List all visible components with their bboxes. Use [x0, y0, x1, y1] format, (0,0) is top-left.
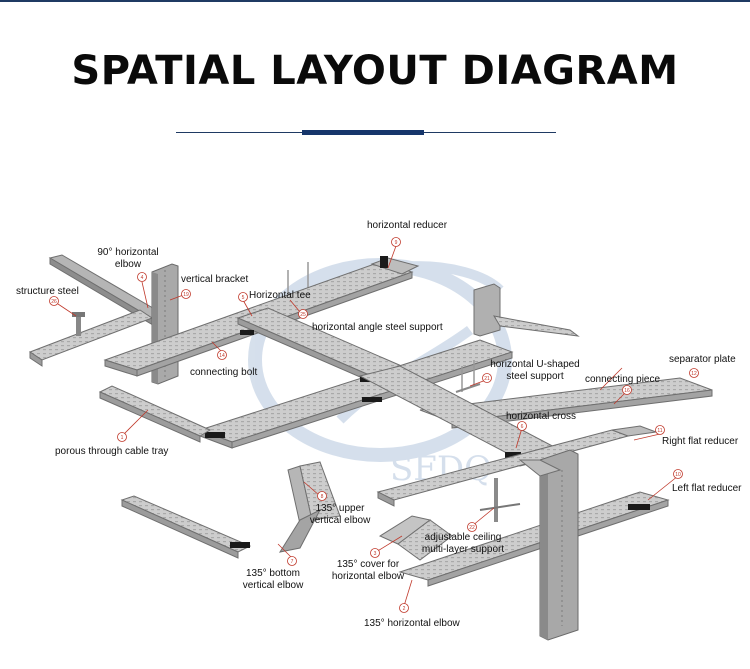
label-ceiling-support-line2: multi-layer support	[421, 544, 505, 555]
svg-text:6: 6	[521, 424, 524, 430]
elbow-135-vertical	[278, 461, 341, 553]
label-u-support-line1: horizontal U-shaped	[490, 359, 580, 370]
leader-lines	[57, 245, 679, 607]
label-u-support-line2: steel support	[506, 371, 564, 382]
marker-25: 25	[298, 309, 308, 319]
tray-right-reducer-run	[376, 425, 657, 507]
joint-bottom-left	[230, 542, 250, 548]
horizontal-reducer	[370, 256, 420, 275]
label-angle-steel-support: horizontal angle steel support	[312, 322, 443, 333]
label-separator-plate: separator plate	[669, 354, 736, 365]
svg-text:10: 10	[675, 472, 681, 478]
label-connecting-bolt: connecting bolt	[190, 367, 258, 378]
marker-21: 21	[482, 373, 492, 383]
svg-text:22: 22	[469, 525, 475, 531]
label-135-horizontal-elbow: 135° horizontal elbow	[364, 618, 460, 629]
label-vertical-bracket: vertical bracket	[181, 274, 249, 285]
label-90-elbow-line1: 90° horizontal	[97, 247, 159, 258]
label-porous-cable-tray: porous through cable tray	[55, 446, 169, 457]
svg-text:11: 11	[657, 428, 662, 434]
label-135-upper-line1: 135° upper	[315, 503, 365, 514]
structure-steel-support	[72, 312, 85, 336]
marker-8: 8	[317, 491, 327, 501]
label-135-cover-line2: horizontal elbow	[331, 571, 405, 582]
svg-text:2: 2	[403, 606, 406, 612]
marker-14: 14	[217, 350, 227, 360]
joint-cross-bottom	[362, 397, 382, 402]
marker-5: 5	[238, 292, 248, 302]
svg-text:1: 1	[121, 435, 124, 441]
label-horizontal-cross: horizontal cross	[506, 411, 577, 422]
svg-text:8: 8	[321, 494, 324, 500]
marker-10: 10	[673, 469, 683, 479]
title-underline-accent	[302, 130, 424, 135]
joint-cross-right	[505, 452, 521, 458]
svg-text:26: 26	[51, 299, 57, 305]
elbow-135-horizontal	[378, 515, 453, 561]
svg-text:3: 3	[374, 551, 377, 557]
label-structure-steel: structure steel	[16, 286, 79, 297]
markers: 9 4 19 26 5 25 14 21 12 16 6 11 10 1 8 2…	[49, 237, 699, 613]
marker-12: 12	[689, 368, 699, 378]
marker-22: 22	[467, 522, 477, 532]
tee-joint	[240, 330, 254, 335]
top-border-line	[0, 0, 750, 2]
porous-tray-bend	[98, 385, 212, 443]
upper-right-riser	[473, 283, 580, 337]
marker-2: 2	[399, 603, 409, 613]
label-135-cover-line1: 135° cover for	[336, 559, 400, 570]
svg-text:7: 7	[291, 559, 294, 565]
label-135-upper-line2: vertical elbow	[309, 515, 371, 526]
label-connecting-piece: connecting piece	[585, 374, 661, 385]
label-135-bottom-line1: 135° bottom	[245, 568, 301, 579]
tray-right-run	[362, 377, 713, 429]
marker-16: 16	[622, 385, 632, 395]
label-horizontal-tee: Horizontal tee	[249, 290, 311, 301]
ceiling-support	[479, 478, 521, 522]
marker-11: 11	[655, 425, 665, 435]
svg-text:14: 14	[219, 353, 225, 359]
tray-bottom-left	[120, 495, 252, 559]
marker-9: 9	[391, 237, 401, 247]
joint-left	[205, 432, 225, 438]
u-support-hanger	[455, 360, 481, 393]
svg-text:21: 21	[484, 376, 490, 382]
svg-text:25: 25	[300, 312, 306, 318]
label-90-elbow-line2: elbow	[114, 259, 142, 270]
marker-3: 3	[370, 548, 380, 558]
marker-6: 6	[517, 421, 527, 431]
svg-text:9: 9	[395, 240, 398, 246]
svg-text:16: 16	[624, 388, 630, 394]
marker-1: 1	[117, 432, 127, 442]
joint-left-reducer	[628, 504, 650, 510]
marker-19: 19	[181, 289, 191, 299]
marker-7: 7	[287, 556, 297, 566]
label-ceiling-support-line1: adjustable ceiling	[424, 532, 502, 543]
svg-text:12: 12	[691, 371, 697, 377]
label-135-bottom-line2: vertical elbow	[242, 580, 304, 591]
marker-4: 4	[137, 272, 147, 282]
marker-26: 26	[49, 296, 59, 306]
label-left-flat-reducer: Left flat reducer	[672, 483, 742, 494]
svg-text:5: 5	[242, 295, 245, 301]
vertical-riser-main	[518, 449, 579, 641]
svg-text:4: 4	[141, 275, 144, 281]
label-right-flat-reducer: Right flat reducer	[662, 436, 739, 447]
label-horizontal-reducer: horizontal reducer	[367, 220, 448, 231]
page-title: SPATIAL LAYOUT DIAGRAM	[71, 48, 679, 94]
svg-text:19: 19	[183, 292, 189, 298]
